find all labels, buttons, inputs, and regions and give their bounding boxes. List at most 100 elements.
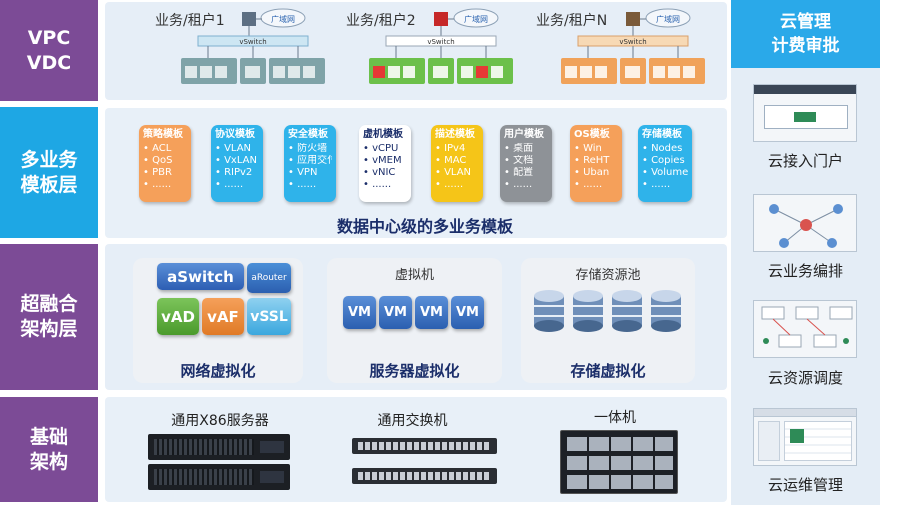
template-item: • Volume (642, 167, 688, 178)
layer-label-vpc: VPC VDC (0, 0, 98, 101)
layer-label-hci-line1: 超融合 (20, 293, 78, 315)
template-item: • 防火墙 (288, 143, 328, 154)
layer-label-hci-line2: 架构层 (20, 318, 78, 340)
router-icon (626, 12, 640, 26)
layer-label-hci: 超融合 架构层 (0, 244, 98, 390)
scheduling-screenshot (753, 300, 857, 358)
storage-title: 存储资源池 (575, 268, 641, 283)
storage-caption: 存储虚拟化 (570, 362, 646, 380)
layer-label-vpc-line1: VPC (27, 26, 71, 49)
cloud-icon (645, 8, 691, 28)
template-item: • 文档 (504, 155, 534, 166)
layer-label-infra-line2: 架构 (29, 450, 68, 473)
switch-image (352, 468, 497, 484)
templates-band (105, 108, 727, 238)
disk-icon (651, 290, 681, 332)
disk-icon (612, 290, 642, 332)
cloud-label: 广域网 (656, 14, 680, 24)
tenant-1-topology: 广域网 vSwitch (181, 8, 325, 84)
router-icon (242, 12, 256, 26)
template-item: • 应用交付 (288, 155, 332, 166)
tenant-n-topology: 广域网 vSwitch (561, 8, 705, 84)
template-item: • VxLAN (215, 155, 257, 166)
template-item: • ...... (288, 179, 317, 190)
template-item: • VLAN (435, 167, 472, 178)
vswitch-label: vSwitch (619, 38, 646, 46)
vaf-box: vAF (202, 298, 244, 335)
appliance-image (560, 430, 678, 494)
cloud-icon (260, 8, 306, 28)
storage-pool (534, 290, 681, 332)
disk-icon (573, 290, 603, 332)
cloud-label: 广域网 (464, 14, 488, 24)
x86-server-image (148, 434, 290, 460)
vswitch-label: vSwitch (239, 38, 266, 46)
template-item: • ...... (143, 179, 172, 190)
cloud-management-title-line2: 计费审批 (771, 36, 840, 56)
aswitch-box: aSwitch (157, 263, 244, 290)
template-item: • ...... (215, 179, 244, 190)
template-item: • RIPv2 (215, 167, 253, 178)
template-user: 用户模板 • 桌面 • 文档 • 配置 • ...... (500, 125, 552, 202)
template-title: OS模板 (574, 129, 610, 140)
vswitch-label: vSwitch (427, 38, 454, 46)
ops-label: 云运维管理 (767, 476, 843, 494)
template-storage: 存储模板 • Nodes • Copies • Volume • ...... (638, 125, 692, 202)
template-title: 用户模板 (504, 129, 544, 140)
template-item: • 配置 (504, 167, 534, 178)
vad-box: vAD (157, 298, 199, 335)
template-title: 安全模板 (288, 129, 328, 140)
template-title: 协议模板 (215, 129, 255, 140)
template-item: • ...... (642, 179, 671, 190)
layer-label-infra: 基础 架构 (0, 397, 98, 502)
appliance-title: 一体机 (594, 410, 636, 426)
template-vm: 虚机模板 • vCPU • vMEM • vNIC • ...... (359, 125, 411, 202)
vm-box: VM (451, 296, 484, 329)
switch-title: 通用交换机 (377, 413, 448, 429)
router-icon (434, 12, 448, 26)
template-item: • vMEM (363, 155, 402, 166)
template-item: • Copies (642, 155, 685, 166)
portal-label: 云接入门户 (767, 152, 843, 170)
network-caption: 网络虚拟化 (180, 362, 256, 380)
switch-image (352, 438, 497, 454)
template-item: • 桌面 (504, 143, 534, 154)
portal-screenshot (753, 84, 857, 142)
template-item: • ...... (574, 179, 603, 190)
x86-server-image (148, 464, 290, 490)
template-security: 安全模板 • 防火墙 • 应用交付 • VPN • ...... (284, 125, 336, 202)
template-title: 描述模板 (435, 129, 475, 140)
scheduling-label: 云资源调度 (767, 369, 843, 387)
cloud-management-title: 云管理 计费审批 (731, 0, 880, 68)
cloud-label: 广域网 (271, 14, 295, 24)
topology-icon (769, 204, 843, 248)
vssl-box: vSSL (247, 298, 291, 335)
template-item: • ...... (504, 179, 533, 190)
template-descriptor: 描述模板 • IPv4 • MAC • VLAN • ...... (431, 125, 483, 202)
template-item: • vNIC (363, 167, 396, 178)
cloud-management-panel: 云管理 计费审批 云接入门户 云业务编排 (731, 0, 880, 505)
template-os: OS模板 • Win • ReHT • Uban • ...... (570, 125, 622, 202)
template-protocol: 协议模板 • VLAN • VxLAN • RIPv2 • ...... (211, 125, 263, 202)
orchestration-screenshot (753, 194, 857, 252)
server-title: 虚拟机 (394, 268, 434, 283)
tenant-1-label: 业务/租户1 (155, 13, 225, 29)
tenant-2-label: 业务/租户2 (346, 13, 416, 29)
template-title: 虚机模板 (363, 129, 403, 140)
template-item: • PBR (143, 167, 172, 178)
layer-label-vpc-line2: VDC (26, 51, 72, 74)
template-item: • ACL (143, 143, 172, 154)
layer-label-templates-line2: 模板层 (20, 173, 78, 196)
template-item: • Uban (574, 167, 610, 178)
template-item: • VLAN (215, 143, 252, 154)
server-caption: 服务器虚拟化 (369, 362, 460, 380)
template-item: • vCPU (363, 143, 399, 154)
cloud-management-title-line1: 云管理 (780, 12, 831, 32)
orchestration-label: 云业务编排 (767, 262, 843, 280)
arouter-box: aRouter (247, 263, 291, 293)
cloud-icon (453, 8, 499, 28)
template-item: • MAC (435, 155, 467, 166)
template-item: • ...... (363, 179, 392, 190)
template-item: • QoS (143, 155, 173, 166)
disk-icon (534, 290, 564, 332)
